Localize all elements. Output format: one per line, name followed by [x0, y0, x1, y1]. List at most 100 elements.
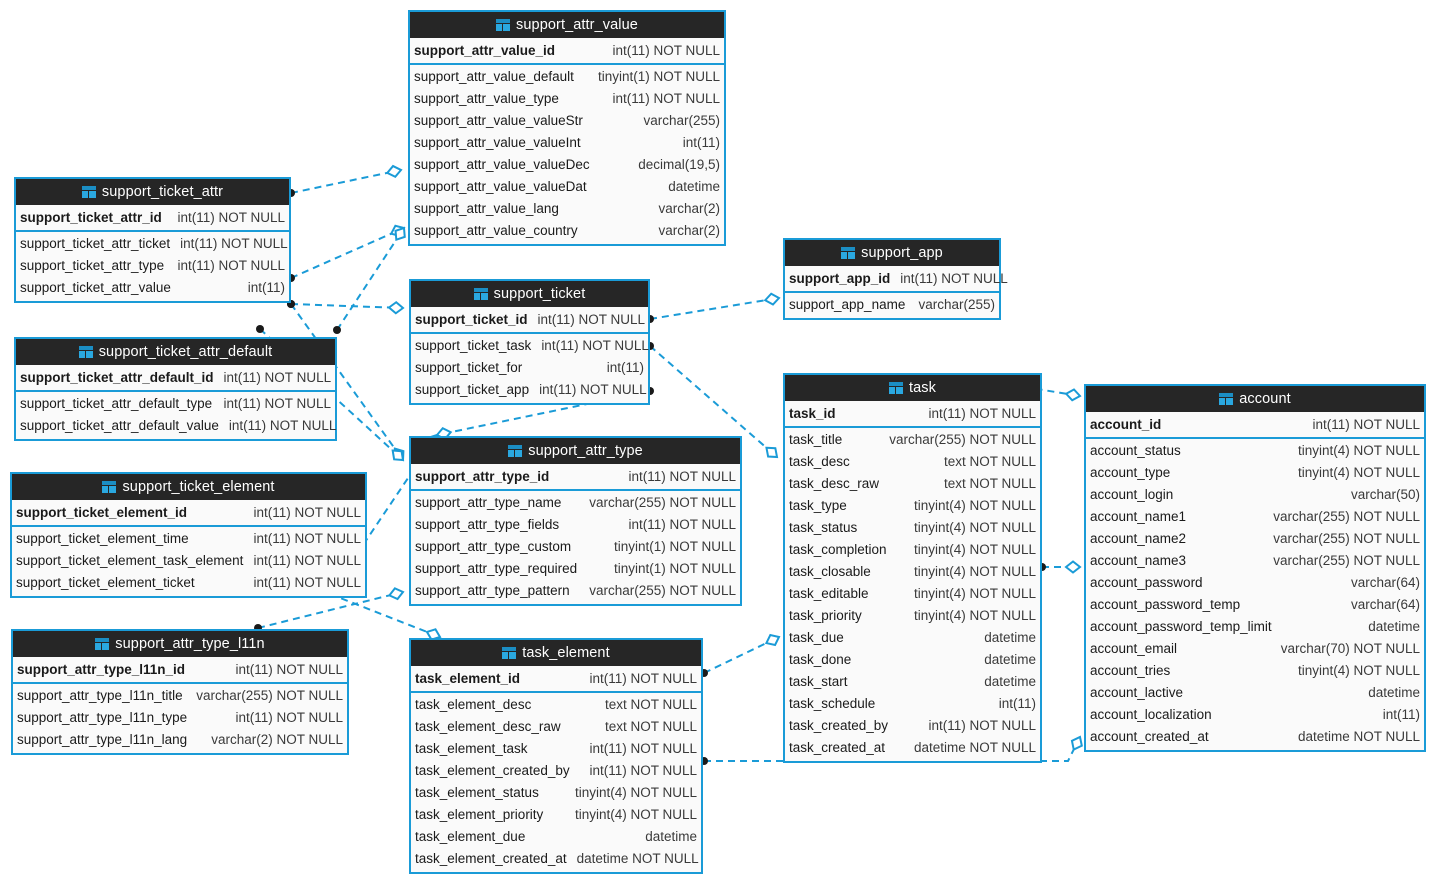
relation-target-marker: [765, 446, 779, 459]
table-title: task: [909, 380, 936, 396]
relation-target-marker: [764, 633, 781, 647]
column-name: support_ticket_for: [415, 360, 523, 375]
column-type: tinyint(4) NOT NULL: [1297, 663, 1420, 678]
table-row[interactable]: support_ticket_for int(11): [411, 357, 648, 379]
column-type: int(11): [606, 360, 644, 375]
column-name: support_ticket_attr_value: [20, 280, 171, 295]
column-name: support_ticket_attr_default_value: [20, 418, 219, 433]
column-name: account_name1: [1090, 509, 1187, 524]
column-name: task_element_task: [415, 741, 528, 756]
table-icon: [102, 481, 117, 493]
column-name: account_login: [1090, 487, 1174, 502]
column-type: int(11) NOT NULL: [223, 370, 332, 385]
